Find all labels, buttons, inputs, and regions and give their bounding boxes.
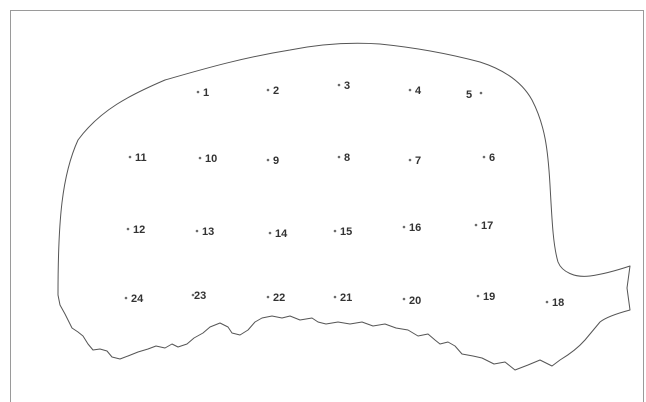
point-label: 8 (344, 152, 350, 164)
point-label: 12 (133, 224, 145, 236)
point-marker (129, 156, 132, 159)
point-12: 12 (127, 224, 146, 236)
point-marker (338, 156, 341, 159)
point-marker (267, 89, 270, 92)
point-label: 7 (415, 155, 421, 167)
point-label: 14 (275, 228, 288, 240)
point-marker (267, 159, 270, 162)
point-marker (475, 224, 478, 227)
point-label: 19 (483, 291, 495, 303)
point-7: 7 (409, 155, 421, 167)
point-label: 15 (340, 226, 352, 238)
point-18: 18 (546, 297, 565, 309)
point-13: 13 (196, 226, 215, 238)
point-marker (403, 298, 406, 301)
point-14: 14 (269, 228, 288, 240)
point-11: 11 (129, 152, 147, 164)
point-label: 13 (202, 226, 214, 238)
point-label: 24 (131, 293, 144, 305)
point-24: 24 (125, 293, 144, 305)
point-marker (197, 91, 200, 94)
point-marker (546, 301, 549, 304)
point-marker (334, 230, 337, 233)
point-marker (409, 89, 412, 92)
point-marker (477, 295, 480, 298)
point-label: 11 (135, 152, 147, 164)
point-label: 9 (273, 155, 279, 167)
point-16: 16 (403, 222, 422, 234)
point-label: 23 (194, 290, 206, 302)
point-marker (199, 157, 202, 160)
point-6: 6 (483, 152, 495, 164)
point-3: 3 (338, 80, 350, 92)
point-marker (269, 232, 272, 235)
point-label: 2 (273, 85, 279, 97)
point-5: 5 (466, 89, 482, 101)
point-marker (334, 296, 337, 299)
point-8: 8 (338, 152, 350, 164)
point-label: 21 (340, 292, 352, 304)
point-marker (196, 230, 199, 233)
point-marker (127, 228, 130, 231)
point-label: 22 (273, 292, 285, 304)
point-17: 17 (475, 220, 494, 232)
point-1: 1 (197, 87, 209, 99)
point-label: 16 (409, 222, 421, 234)
point-marker (483, 156, 486, 159)
point-22: 22 (267, 292, 286, 304)
point-20: 20 (403, 295, 422, 307)
point-label: 20 (409, 295, 421, 307)
point-4: 4 (409, 85, 422, 97)
point-19: 19 (477, 291, 496, 303)
point-marker (125, 297, 128, 300)
point-9: 9 (267, 155, 279, 167)
point-2: 2 (267, 85, 279, 97)
point-label: 10 (205, 153, 217, 165)
point-21: 21 (334, 292, 353, 304)
point-label: 4 (415, 85, 422, 97)
point-label: 1 (203, 87, 209, 99)
point-label: 6 (489, 152, 495, 164)
point-marker (480, 92, 483, 95)
point-label: 3 (344, 80, 350, 92)
point-label: 18 (552, 297, 564, 309)
specimen-outline (58, 43, 630, 370)
point-marker (403, 226, 406, 229)
point-15: 15 (334, 226, 353, 238)
point-label: 5 (466, 89, 472, 101)
point-marker (338, 84, 341, 87)
point-marker (267, 296, 270, 299)
point-label: 17 (481, 220, 493, 232)
point-10: 10 (199, 153, 218, 165)
point-23: 23 (192, 290, 207, 302)
point-marker (409, 159, 412, 162)
